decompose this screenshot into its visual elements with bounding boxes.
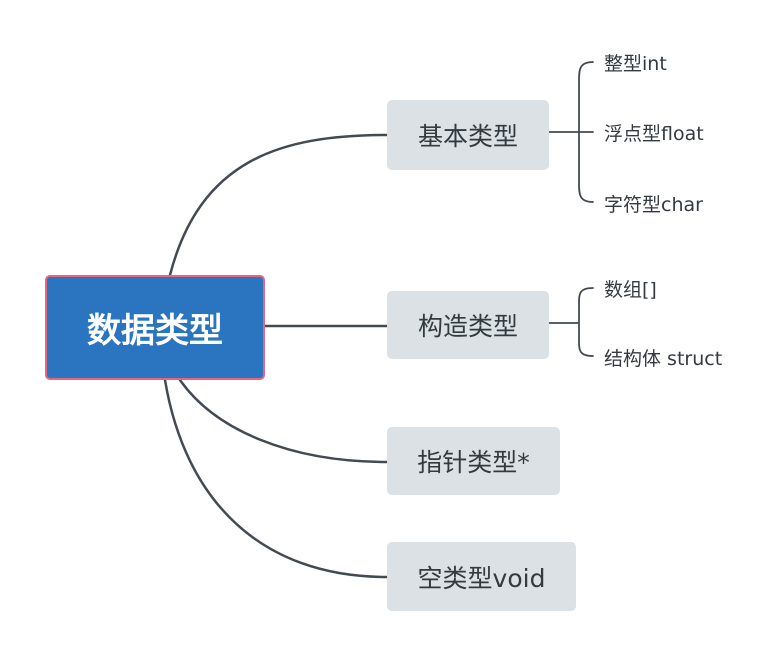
- leaf-array[interactable]: 数组[]: [604, 279, 657, 301]
- branch-label: 基本类型: [417, 122, 518, 151]
- leaf-struct[interactable]: 结构体 struct: [604, 348, 723, 370]
- branch-pointer-type[interactable]: 指针类型*: [387, 427, 560, 495]
- root-node[interactable]: 数据类型: [45, 275, 265, 380]
- leaf-char[interactable]: 字符型char: [604, 194, 703, 216]
- branch-label: 指针类型*: [417, 448, 530, 477]
- root-label: 数据类型: [87, 311, 223, 351]
- connector-root-basic: [168, 133, 389, 277]
- branch-label: 空类型void: [417, 563, 546, 593]
- branch-void-type[interactable]: 空类型void: [387, 542, 576, 611]
- branch-constructed-types[interactable]: 构造类型: [387, 291, 549, 359]
- branch-basic-types[interactable]: 基本类型: [387, 100, 549, 170]
- leaf-float[interactable]: 浮点型float: [604, 123, 704, 145]
- connector-root-pointer: [178, 378, 389, 464]
- bracket-struct: [578, 287, 594, 357]
- branch-label: 构造类型: [417, 312, 518, 341]
- leaf-int[interactable]: 整型int: [604, 53, 667, 75]
- connector-root-void: [163, 378, 389, 579]
